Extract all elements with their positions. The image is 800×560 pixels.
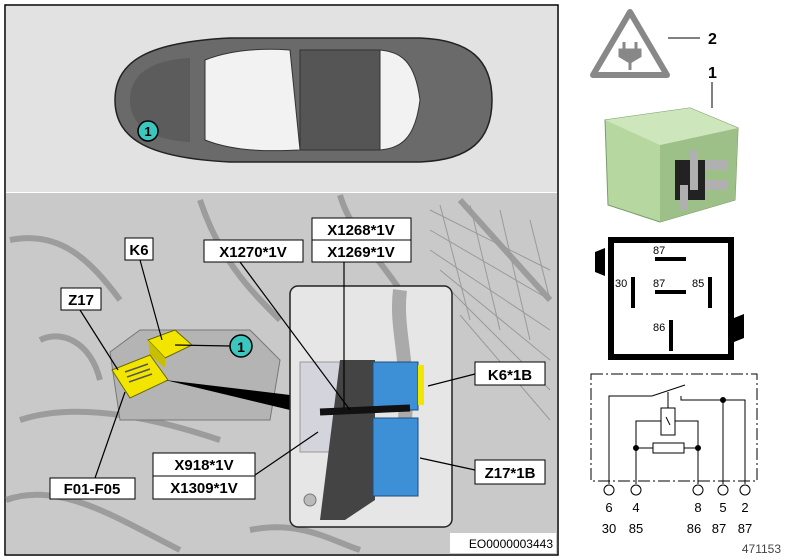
- callout-number: 1: [237, 339, 245, 355]
- engine-callout-1: 1: [229, 334, 253, 358]
- leader-lines: [79, 259, 476, 479]
- pin-label-left: 30: [615, 278, 627, 290]
- label-text: X1270*1V: [219, 244, 287, 261]
- connector-z17-1b: [372, 417, 419, 497]
- label-z17-1b: Z17*1B: [474, 459, 546, 485]
- relay-image: [604, 107, 739, 223]
- pin-layout-diagram: 87 30 87 85 86: [595, 237, 744, 360]
- relay-circuit-schematic: [590, 373, 758, 496]
- pin-label-right: 85: [692, 278, 704, 290]
- pin-number: 4: [632, 500, 639, 515]
- connector-detail-inset: [289, 285, 453, 528]
- label-k6: K6: [124, 237, 154, 261]
- car-callout-1: 1: [137, 120, 159, 142]
- label-f01-f05: F01-F05: [49, 477, 136, 500]
- pin-terminal: 85: [629, 521, 643, 536]
- part-number: 471153: [742, 542, 781, 556]
- label-text: K6*1B: [488, 367, 532, 384]
- label-x1270: X1270*1V: [203, 239, 304, 263]
- pin-number: 8: [694, 500, 701, 515]
- location-panel: 1: [4, 4, 559, 556]
- connector-k6-1b: [372, 361, 419, 411]
- label-text: Z17: [68, 292, 94, 309]
- pin-number: 5: [719, 500, 726, 515]
- electrostatic-warning-icon: [590, 9, 700, 78]
- callout-warning-number: 2: [708, 31, 717, 48]
- callout-relay-number: 1: [708, 65, 717, 82]
- pin-terminal: 30: [602, 521, 616, 536]
- relay-k6-highlight: [147, 329, 193, 368]
- label-text: X1309*1V: [170, 480, 238, 497]
- label-text: K6: [129, 242, 148, 259]
- label-text: X1268*1V: [327, 222, 395, 239]
- pin-number: 6: [605, 500, 612, 515]
- label-z17: Z17: [60, 287, 102, 311]
- label-text: F01-F05: [64, 481, 121, 498]
- pin-label-top: 87: [653, 245, 665, 257]
- relay-panel: 2 1 87 30 87 85 86: [590, 9, 781, 556]
- label-x1309: X1309*1V: [152, 475, 256, 500]
- pin-terminal: 87: [738, 521, 752, 536]
- car-top-view-image: [114, 37, 493, 163]
- label-text: X1269*1V: [327, 244, 395, 261]
- label-x1268: X1268*1V: [311, 217, 412, 241]
- fuse-carrier-z17-highlight: [111, 354, 169, 399]
- pin-terminal: 86: [687, 521, 701, 536]
- schematic-pin-labels: 6 4 8 5 2 30 85 86 87 87: [602, 500, 752, 536]
- grille-detail: [429, 204, 551, 421]
- image-code-text: EO0000003443: [469, 537, 553, 551]
- label-k6-1b: K6*1B: [474, 361, 546, 386]
- pin-terminal: 87: [712, 521, 726, 536]
- label-x918: X918*1V: [152, 452, 256, 477]
- callout-number: 1: [144, 124, 151, 139]
- pin-label-center: 87: [653, 278, 665, 290]
- detail-pointer: [165, 380, 290, 410]
- pin-number: 2: [741, 500, 748, 515]
- label-text: X918*1V: [174, 457, 233, 474]
- image-code: EO0000003443: [450, 533, 556, 553]
- pin-label-bottom: 86: [653, 322, 665, 334]
- label-x1269: X1269*1V: [311, 239, 412, 263]
- label-text: Z17*1B: [485, 465, 536, 482]
